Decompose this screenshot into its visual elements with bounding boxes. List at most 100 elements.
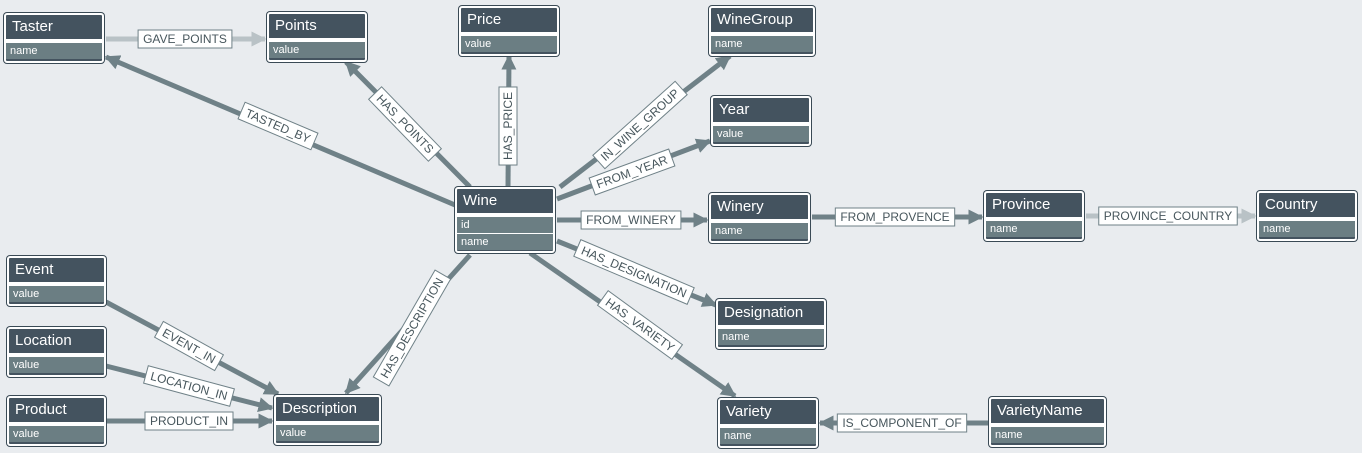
node-title: Winery [711,195,808,222]
edge-label-text: IS_COMPONENT_OF [842,416,961,430]
edge-label-box [367,86,443,162]
node-property: value [9,285,104,302]
edge-label: TASTED_BY [237,101,319,151]
edge-label-box [372,269,452,387]
node-property: value [276,424,379,441]
edge-label-box [836,413,968,433]
edge-label-box [596,290,684,360]
node-property: name [1259,220,1355,237]
edge-label: EVENT_IN [153,320,225,372]
node-property: name [457,233,553,250]
edge-has-price[interactable]: HAS_PRICE [498,54,518,188]
node-title: Taster [6,15,102,42]
edge-label-text: HAS_DESIGNATION [579,243,689,300]
node-property: name [991,426,1104,443]
edge-label-text: HAS_POINTS [374,92,437,156]
node-title: Description [276,397,379,424]
edge-label-box [144,411,234,431]
node-property: value [269,41,365,58]
edge-label: HAS_POINTS [367,86,443,162]
node-property: value [9,425,104,442]
edge-label-box [153,320,225,372]
node-title: VarietyName [991,399,1104,426]
edge-has-designation[interactable]: HAS_DESIGNATION [556,238,718,308]
node-property: name [986,220,1082,237]
edge-is-component-of[interactable]: IS_COMPONENT_OF [818,413,989,433]
node-property: value [713,125,809,142]
node-title: Designation [718,301,824,328]
edge-label: HAS_VARIETY [596,290,684,360]
edge-label: IS_COMPONENT_OF [836,413,968,433]
edge-from-provence[interactable]: FROM_PROVENCE [812,207,984,227]
edge-label: PRODUCT_IN [144,411,234,431]
node-title: Price [461,8,557,35]
edge-label-text: HAS_DESCRIPTION [378,275,447,380]
node-title: Variety [720,400,816,427]
edge-label-box [834,207,956,227]
edge-label-box [573,239,695,305]
edge-label-text: PRODUCT_IN [150,414,228,428]
edge-label-text: HAS_VARIETY [603,295,677,354]
edge-label: GAVE_POINTS [137,29,233,49]
edge-label: HAS_PRICE [498,86,518,166]
edge-label-box [143,365,235,407]
node-title: Event [9,258,104,285]
edge-label-box [237,101,319,151]
node-title: Country [1259,193,1355,220]
edge-gave-points[interactable]: GAVE_POINTS [106,29,267,49]
edge-label-text: GAVE_POINTS [143,32,227,46]
edge-label-box [580,210,682,230]
node-title: WineGroup [711,8,813,35]
node-property: name [718,328,824,345]
edge-label-box [137,29,233,49]
edge-label: FROM_PROVENCE [834,207,956,227]
node-property: name [720,427,816,444]
edge-province-country[interactable]: PROVINCE_COUNTRY [1086,206,1257,226]
edge-has-description[interactable]: HAS_DESCRIPTION [344,253,472,395]
node-title: Points [269,14,365,41]
edge-label-box [498,86,518,166]
edge-location-in[interactable]: LOCATION_IN [105,363,274,412]
edge-label-text: EVENT_IN [160,326,218,367]
edge-label-text: FROM_PROVENCE [840,210,949,224]
edge-label-box [588,148,676,196]
edge-label-text: PROVINCE_COUNTRY [1104,209,1232,223]
edge-label: PROVINCE_COUNTRY [1098,206,1238,226]
node-property: name [711,222,808,239]
node-title: Product [9,398,104,425]
node-property: value [461,35,557,52]
node-title: Location [9,329,104,356]
node-property: value [9,356,104,373]
node-property: name [711,35,813,52]
edge-label: LOCATION_IN [143,365,235,407]
edge-label-box [592,80,688,170]
node-property: id [457,216,553,233]
node-property: name [6,42,102,59]
edge-label: HAS_DESCRIPTION [372,269,452,387]
edge-label-text: FROM_WINERY [586,213,676,227]
node-title: Year [713,98,809,125]
edge-product-in[interactable]: PRODUCT_IN [106,411,274,431]
edge-label-text: HAS_PRICE [501,92,515,160]
edge-from-winery[interactable]: FROM_WINERY [557,210,709,230]
node-title: Province [986,193,1082,220]
edge-label: FROM_WINERY [580,210,682,230]
edge-label-box [1098,206,1238,226]
